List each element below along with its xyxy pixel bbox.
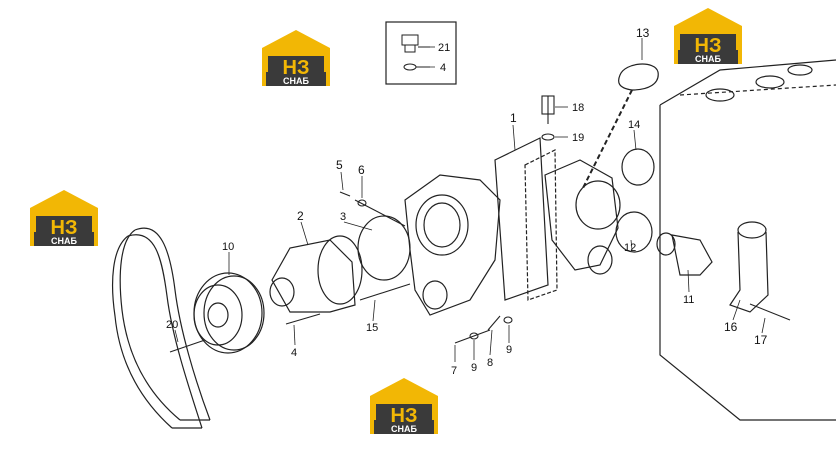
callout-9b: 9: [506, 344, 512, 356]
logo-small-text: СНАБ: [51, 236, 77, 246]
callout-18: 18: [572, 102, 584, 114]
thermostat-housing: [544, 159, 621, 275]
water-pump: [269, 235, 363, 313]
logo-big-text: НЗ: [283, 57, 310, 79]
logo-big-text: НЗ: [51, 217, 78, 239]
logo-left: НЗ СНАБ: [30, 190, 98, 246]
callout-20: 20: [166, 319, 178, 331]
callout-5: 5: [336, 158, 343, 172]
logo-top-right: НЗ СНАБ: [674, 8, 742, 64]
engine-block: [659, 59, 836, 421]
o-ring: [357, 215, 411, 281]
logo-small-text: СНАБ: [391, 424, 417, 434]
callout-1: 1: [510, 111, 517, 125]
logo-bottom: НЗ СНАБ: [370, 378, 438, 434]
o-ring-14: [621, 148, 655, 186]
callout-15: 15: [366, 322, 378, 334]
pulley: [193, 272, 265, 354]
bolts-and-fittings: [169, 95, 791, 353]
drive-belt: [111, 227, 211, 429]
callout-12: 12: [624, 242, 636, 254]
callout-13: 13: [636, 26, 650, 40]
callout-7: 7: [451, 365, 457, 377]
logo-top-left: НЗ СНАБ: [262, 30, 330, 86]
o-ring-12: [615, 211, 653, 253]
callout-17: 17: [754, 333, 768, 347]
logo-small-text: СНАБ: [695, 54, 721, 64]
callout-4-inset: 4: [440, 62, 446, 74]
callout-21: 21: [438, 42, 450, 54]
callout-10: 10: [222, 241, 234, 253]
callout-labels: 1 2 3 4 4 5 6 7 8 9 9 10 11 12 13 14 15 …: [166, 26, 768, 377]
callout-2: 2: [297, 209, 304, 223]
callout-9a: 9: [471, 362, 477, 374]
callout-19: 19: [572, 132, 584, 144]
callout-8: 8: [487, 357, 493, 369]
thermostat: [656, 232, 713, 276]
callout-11: 11: [683, 294, 694, 306]
gasket-plate: [494, 137, 558, 301]
logo-big-text: НЗ: [695, 35, 722, 57]
callout-6: 6: [358, 163, 365, 177]
gasket-13: [618, 63, 659, 91]
leader-lines: [174, 38, 766, 362]
callout-4: 4: [291, 347, 297, 359]
callout-16: 16: [724, 320, 738, 334]
logo-big-text: НЗ: [391, 405, 418, 427]
logo-small-text: СНАБ: [283, 76, 309, 86]
elbow-outlet: [729, 221, 769, 313]
callout-3: 3: [340, 211, 346, 223]
pump-housing: [404, 174, 501, 316]
dashed-leader: [581, 89, 633, 191]
callout-14: 14: [628, 119, 640, 131]
